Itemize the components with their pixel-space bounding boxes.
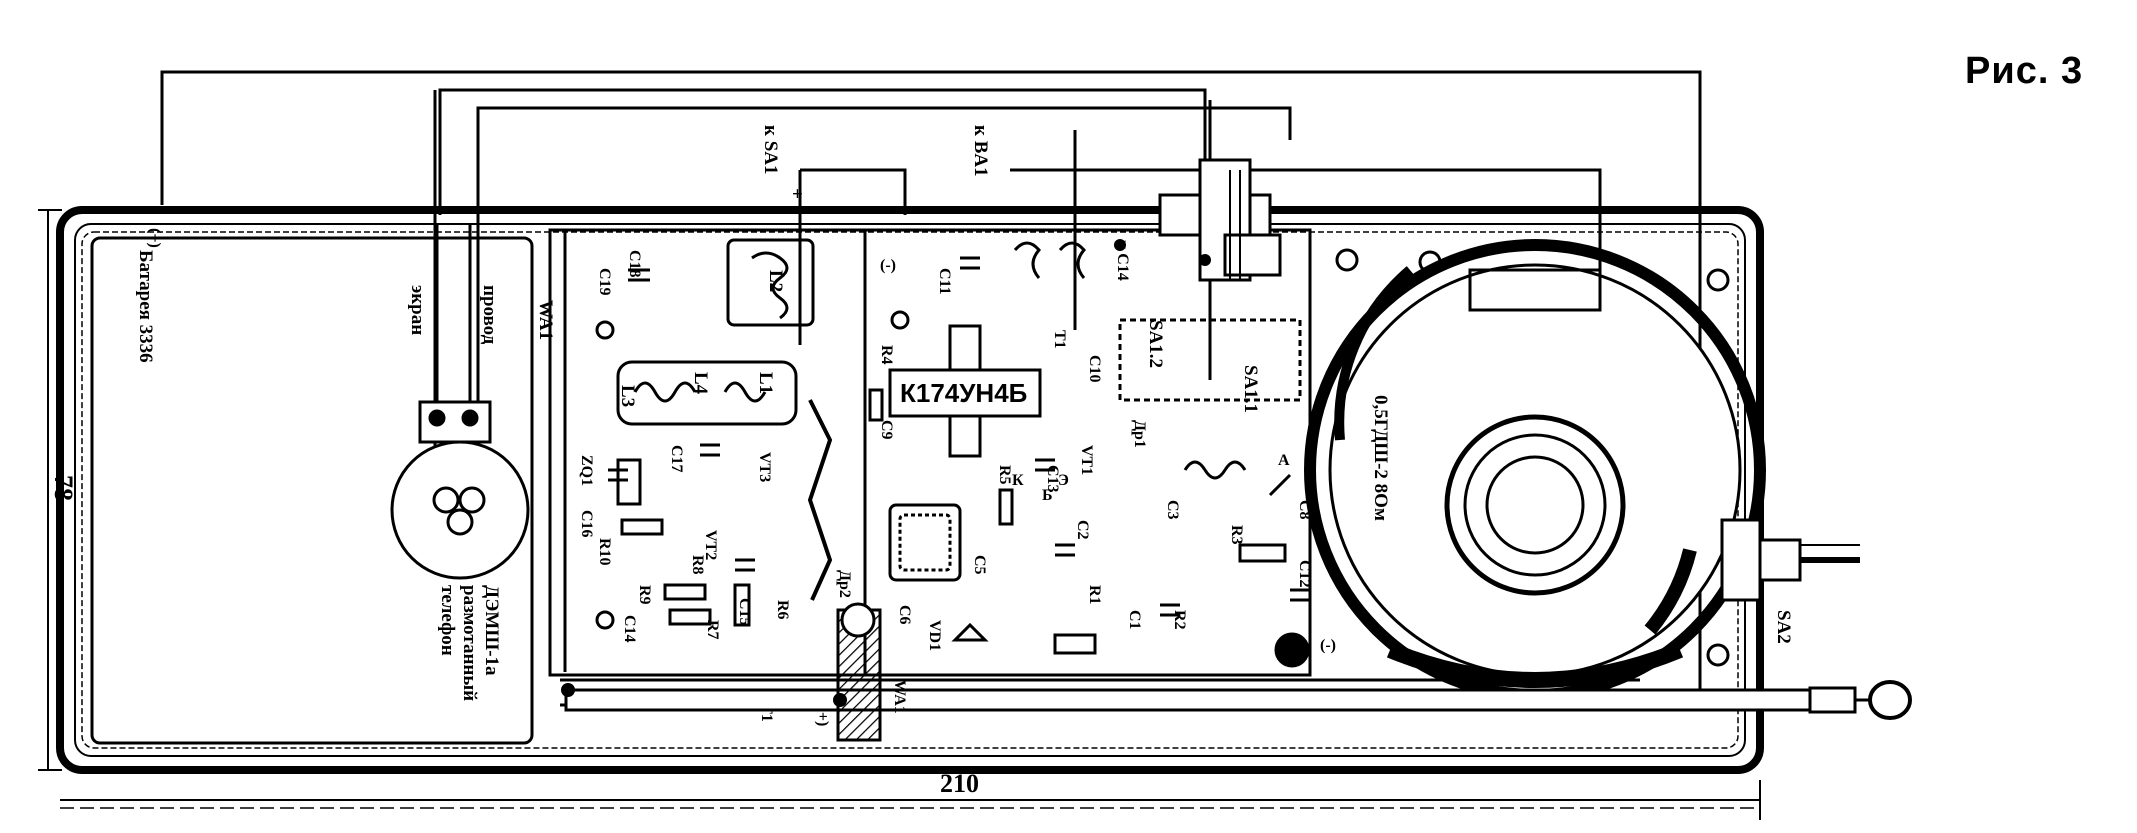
label-c10: C10 [1086,355,1103,383]
earphone-caption-2: телефон [437,585,458,656]
speaker-label: 0,5ГДШ-2 8Ом [1370,395,1391,521]
speaker [1304,239,1766,701]
antenna-holder [836,602,882,742]
label-sa2: SA2 [1773,610,1794,644]
label-sa1-2: SA1.2 [1145,320,1166,368]
label-to-sa1: к SA1 [760,125,781,175]
dimension-height: 78 [49,475,78,501]
label-plus-sa1: + [792,184,803,205]
label-c9: C9 [878,420,895,440]
label-r1: R1 [1086,585,1103,605]
switch-sa2 [1720,518,1860,602]
transformer-t1 [1013,241,1086,279]
label-r2: R2 [1171,610,1188,630]
label-r8: R8 [689,555,706,575]
solder-points [561,239,1211,707]
ic-k174un4b [888,324,1042,458]
label-vt3: VT3 [756,452,773,482]
dimension-length: 210 [940,769,979,798]
label-c5: C5 [971,555,988,575]
label-c6: C6 [896,605,913,625]
label-c3: C3 [1164,500,1181,520]
label-c17: C17 [668,445,685,473]
label-dr2: Др2 [836,570,853,598]
dr1-coil [1183,460,1247,480]
label-b-mid: Б [1042,487,1053,504]
label-t1: T1 [1051,330,1068,349]
label-l4: L4 [690,372,711,395]
label-r6: R6 [774,600,791,620]
right-board-parts [1238,473,1310,668]
label-dr1: Др1 [1131,420,1148,448]
battery-compartment [90,236,534,745]
label-l1: L1 [755,372,776,394]
label-k-mid: К [1012,472,1024,489]
label-wa1: WA1 [535,300,556,340]
middle-board-parts [868,256,1180,655]
left-board [548,228,867,677]
label-c12: C12 [1296,560,1313,588]
label-vt2: VT2 [702,530,719,560]
label-l3: L3 [617,385,638,407]
label-l2: L2 [765,270,786,292]
label-c15: C15 [736,598,753,626]
label-vt1: VT1 [1078,445,1095,475]
label-c11: C11 [936,268,953,295]
figure-title: Рис. 3 [1965,50,2084,92]
label-zq1: ZQ1 [578,455,595,486]
label-r5: R5 [996,465,1013,485]
earphone-caption-1: размотанный [459,585,480,701]
label-c16: C16 [578,510,595,538]
earphone-model: ДЭМШ-1а [481,585,502,676]
label-r7: R7 [704,620,721,640]
mounting-holes [595,248,1730,667]
dimension-lines [38,209,1761,820]
label-e-mid: Э [1058,472,1069,489]
battery-terminal-label: (+) [146,228,163,248]
coil-l2 [726,238,815,327]
label-wa-a: WA1 [891,680,908,714]
ic-label: К174УН4Б [900,378,1027,408]
battery-label: Батарея 3336 [135,250,156,363]
coil-block-l3-l4-l1 [616,360,798,426]
label-r4: R4 [878,345,895,365]
label-sa1-1: SA1.1 [1240,365,1261,413]
earphone-wire2-label: провод [479,285,500,345]
switch-dr2 [807,399,833,601]
label-to-ba1: к BA1 [970,125,991,177]
earphone-wire1-label: экран [407,285,428,335]
label-a: А [1278,452,1290,469]
label-c2: C2 [1074,520,1091,540]
label-c18: C18 [626,250,643,278]
label-c14: C14 [621,615,638,643]
left-board-resistors [620,518,751,627]
crystal-zq1 [616,458,642,506]
left-board-capacitors [608,268,755,572]
label-r9: R9 [636,585,653,605]
label-minus-top: (-) [880,257,896,274]
label-vd1: VD1 [926,620,943,651]
label-r3: R3 [1228,525,1245,545]
label-minus-right: (-) [1320,637,1336,654]
label-c1: C1 [1126,610,1143,630]
label-r10: R10 [596,538,613,566]
label-c19: C19 [596,268,613,296]
earphone [390,225,530,580]
label-c13: C13 [1044,465,1061,493]
